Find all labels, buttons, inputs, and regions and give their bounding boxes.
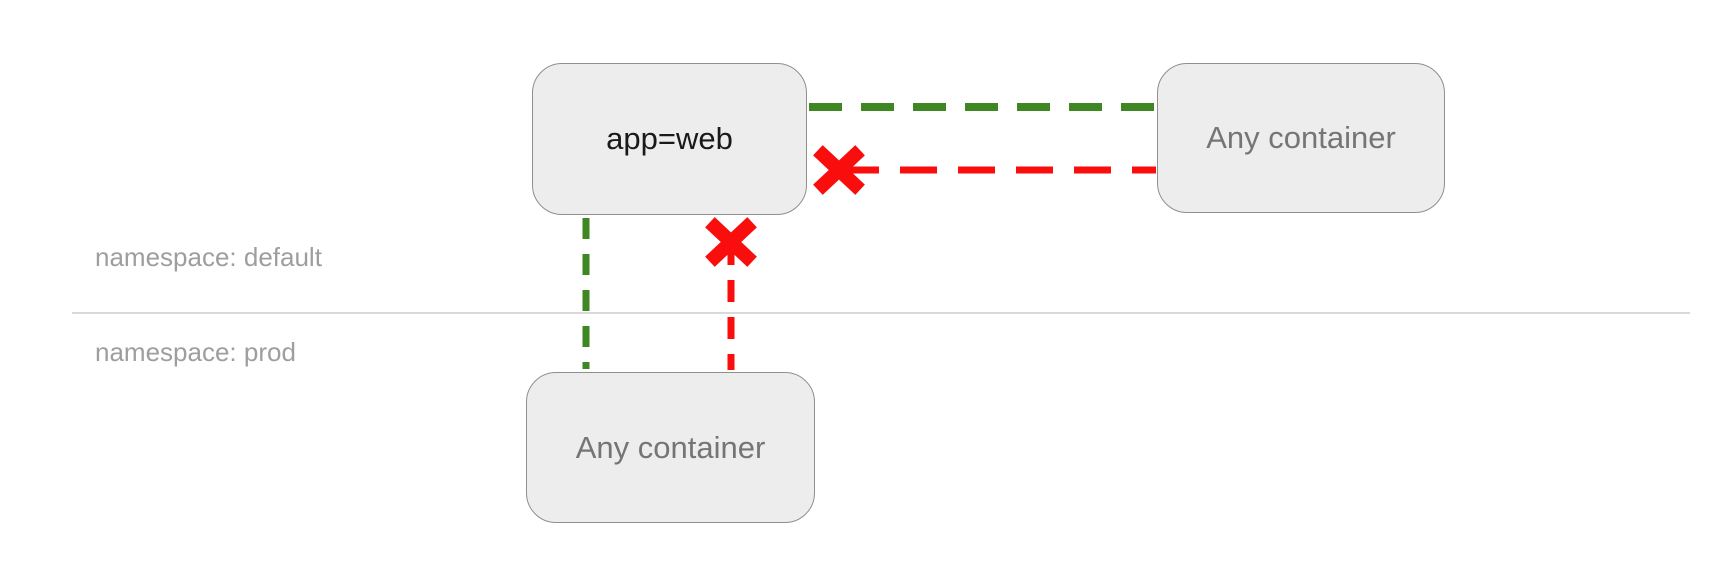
blocked-x-icon: [813, 145, 865, 195]
node-any-container-default-label: Any container: [1206, 120, 1396, 155]
node-any-container-prod-label: Any container: [575, 429, 766, 465]
node-app-web-label: app=web: [606, 121, 733, 156]
namespace-default-label: namespace: default: [95, 242, 322, 272]
node-app-web: app=web: [532, 63, 807, 215]
node-any-container-default: Any container: [1157, 63, 1445, 213]
node-any-container-prod: Any container: [526, 372, 815, 523]
namespace-divider-line: [72, 312, 1690, 314]
blocked-x-icon: [705, 217, 757, 267]
namespace-prod-label: namespace: prod: [95, 337, 296, 367]
